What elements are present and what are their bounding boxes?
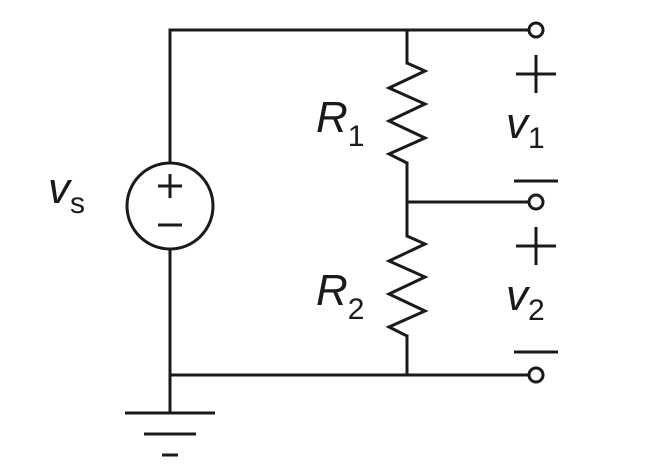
- r2-label: R2: [316, 266, 364, 326]
- v2-label: v2: [506, 271, 545, 327]
- voltage-source: [125, 161, 215, 251]
- resistor-r2: [385, 234, 429, 338]
- r1-label: R1: [316, 93, 364, 153]
- terminal-middle: [527, 193, 545, 211]
- terminal-top: [527, 21, 545, 39]
- v1-label: v1: [506, 99, 545, 155]
- source-label: vs: [48, 164, 85, 220]
- resistor-r1: [385, 61, 429, 165]
- terminal-bottom: [527, 366, 545, 384]
